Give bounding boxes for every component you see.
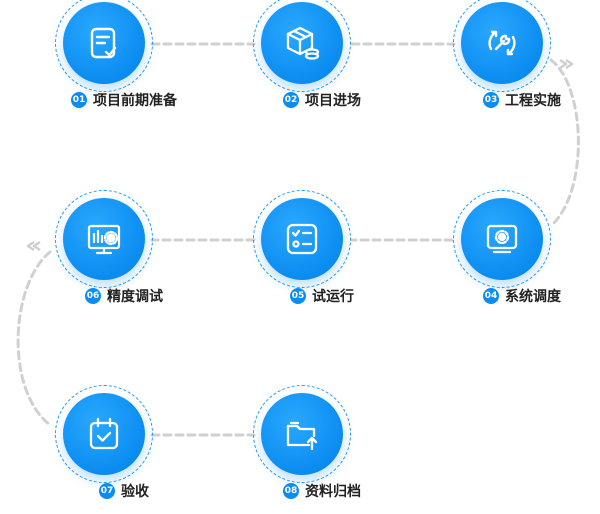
connector-arrow-3-4b: [565, 58, 574, 70]
step-label: 03 工程实施: [432, 90, 600, 110]
step-number: 08: [283, 483, 299, 499]
step-5: 05 试运行: [252, 189, 362, 319]
icon-disc: [63, 2, 145, 84]
step-node: [54, 0, 154, 93]
dashed-ring: [253, 0, 351, 92]
step-number: 02: [283, 92, 299, 108]
step-number: 07: [99, 483, 115, 499]
step-3: 03 工程实施: [452, 0, 562, 123]
connector-arrow-6-7b: [26, 240, 35, 252]
connector-6-7: [16, 250, 52, 427]
icon-disc: [261, 2, 343, 84]
icon-disc: [63, 198, 145, 280]
step-title: 项目进场: [305, 93, 361, 109]
step-label: 01 项目前期准备: [34, 90, 214, 110]
step-title: 精度调试: [107, 289, 163, 305]
dashed-ring: [453, 190, 551, 288]
step-number: 05: [290, 288, 306, 304]
step-number: 06: [85, 288, 101, 304]
calendar-check-icon: [89, 417, 119, 450]
step-title: 试运行: [312, 289, 354, 305]
monitor-chart-gear-icon: [87, 224, 121, 255]
step-label: 07 验收: [34, 481, 214, 501]
step-node: [54, 384, 154, 484]
folder-upload-icon: [286, 421, 318, 451]
checklist-icon: [286, 223, 318, 255]
step-2: 02 项目进场: [252, 0, 362, 123]
step-label: 05 试运行: [232, 286, 412, 306]
dashed-ring: [253, 190, 351, 288]
step-number: 03: [483, 92, 499, 108]
dashed-ring: [453, 0, 551, 92]
step-node: [452, 189, 552, 289]
step-number: 01: [71, 92, 87, 108]
step-1: 01 项目前期准备: [54, 0, 177, 123]
step-title: 项目前期准备: [93, 93, 177, 109]
icon-disc: [461, 198, 543, 280]
connector-arrow-6-7: [32, 240, 41, 252]
step-8: 08 资料归档: [252, 384, 362, 514]
step-node: [54, 189, 154, 289]
step-label: 04 系统调度: [432, 286, 600, 306]
step-title: 验收: [121, 484, 149, 500]
step-6: 06 精度调试: [54, 189, 164, 319]
step-4: 04 系统调度: [452, 189, 562, 319]
step-node: [452, 0, 552, 93]
step-title: 系统调度: [505, 289, 561, 305]
package-box-icon: [286, 26, 320, 60]
step-node: [252, 384, 352, 484]
step-label: 06 精度调试: [34, 286, 214, 306]
document-check-icon: [90, 27, 117, 59]
step-node: [252, 0, 352, 93]
dashed-ring: [55, 385, 153, 483]
dashed-ring: [55, 0, 153, 92]
step-label: 08 资料归档: [232, 481, 412, 501]
dashed-ring: [253, 385, 351, 483]
dashed-ring: [55, 190, 153, 288]
monitor-gear-icon: [486, 224, 518, 254]
icon-disc: [261, 393, 343, 475]
step-title: 资料归档: [305, 484, 361, 500]
icon-disc: [461, 2, 543, 84]
step-node: [252, 189, 352, 289]
wrench-cycle-icon: [488, 30, 516, 56]
step-7: 07 验收: [54, 384, 164, 514]
step-label: 02 项目进场: [232, 90, 412, 110]
icon-disc: [63, 393, 145, 475]
icon-disc: [261, 198, 343, 280]
step-number: 04: [483, 288, 499, 304]
step-title: 工程实施: [505, 93, 561, 109]
